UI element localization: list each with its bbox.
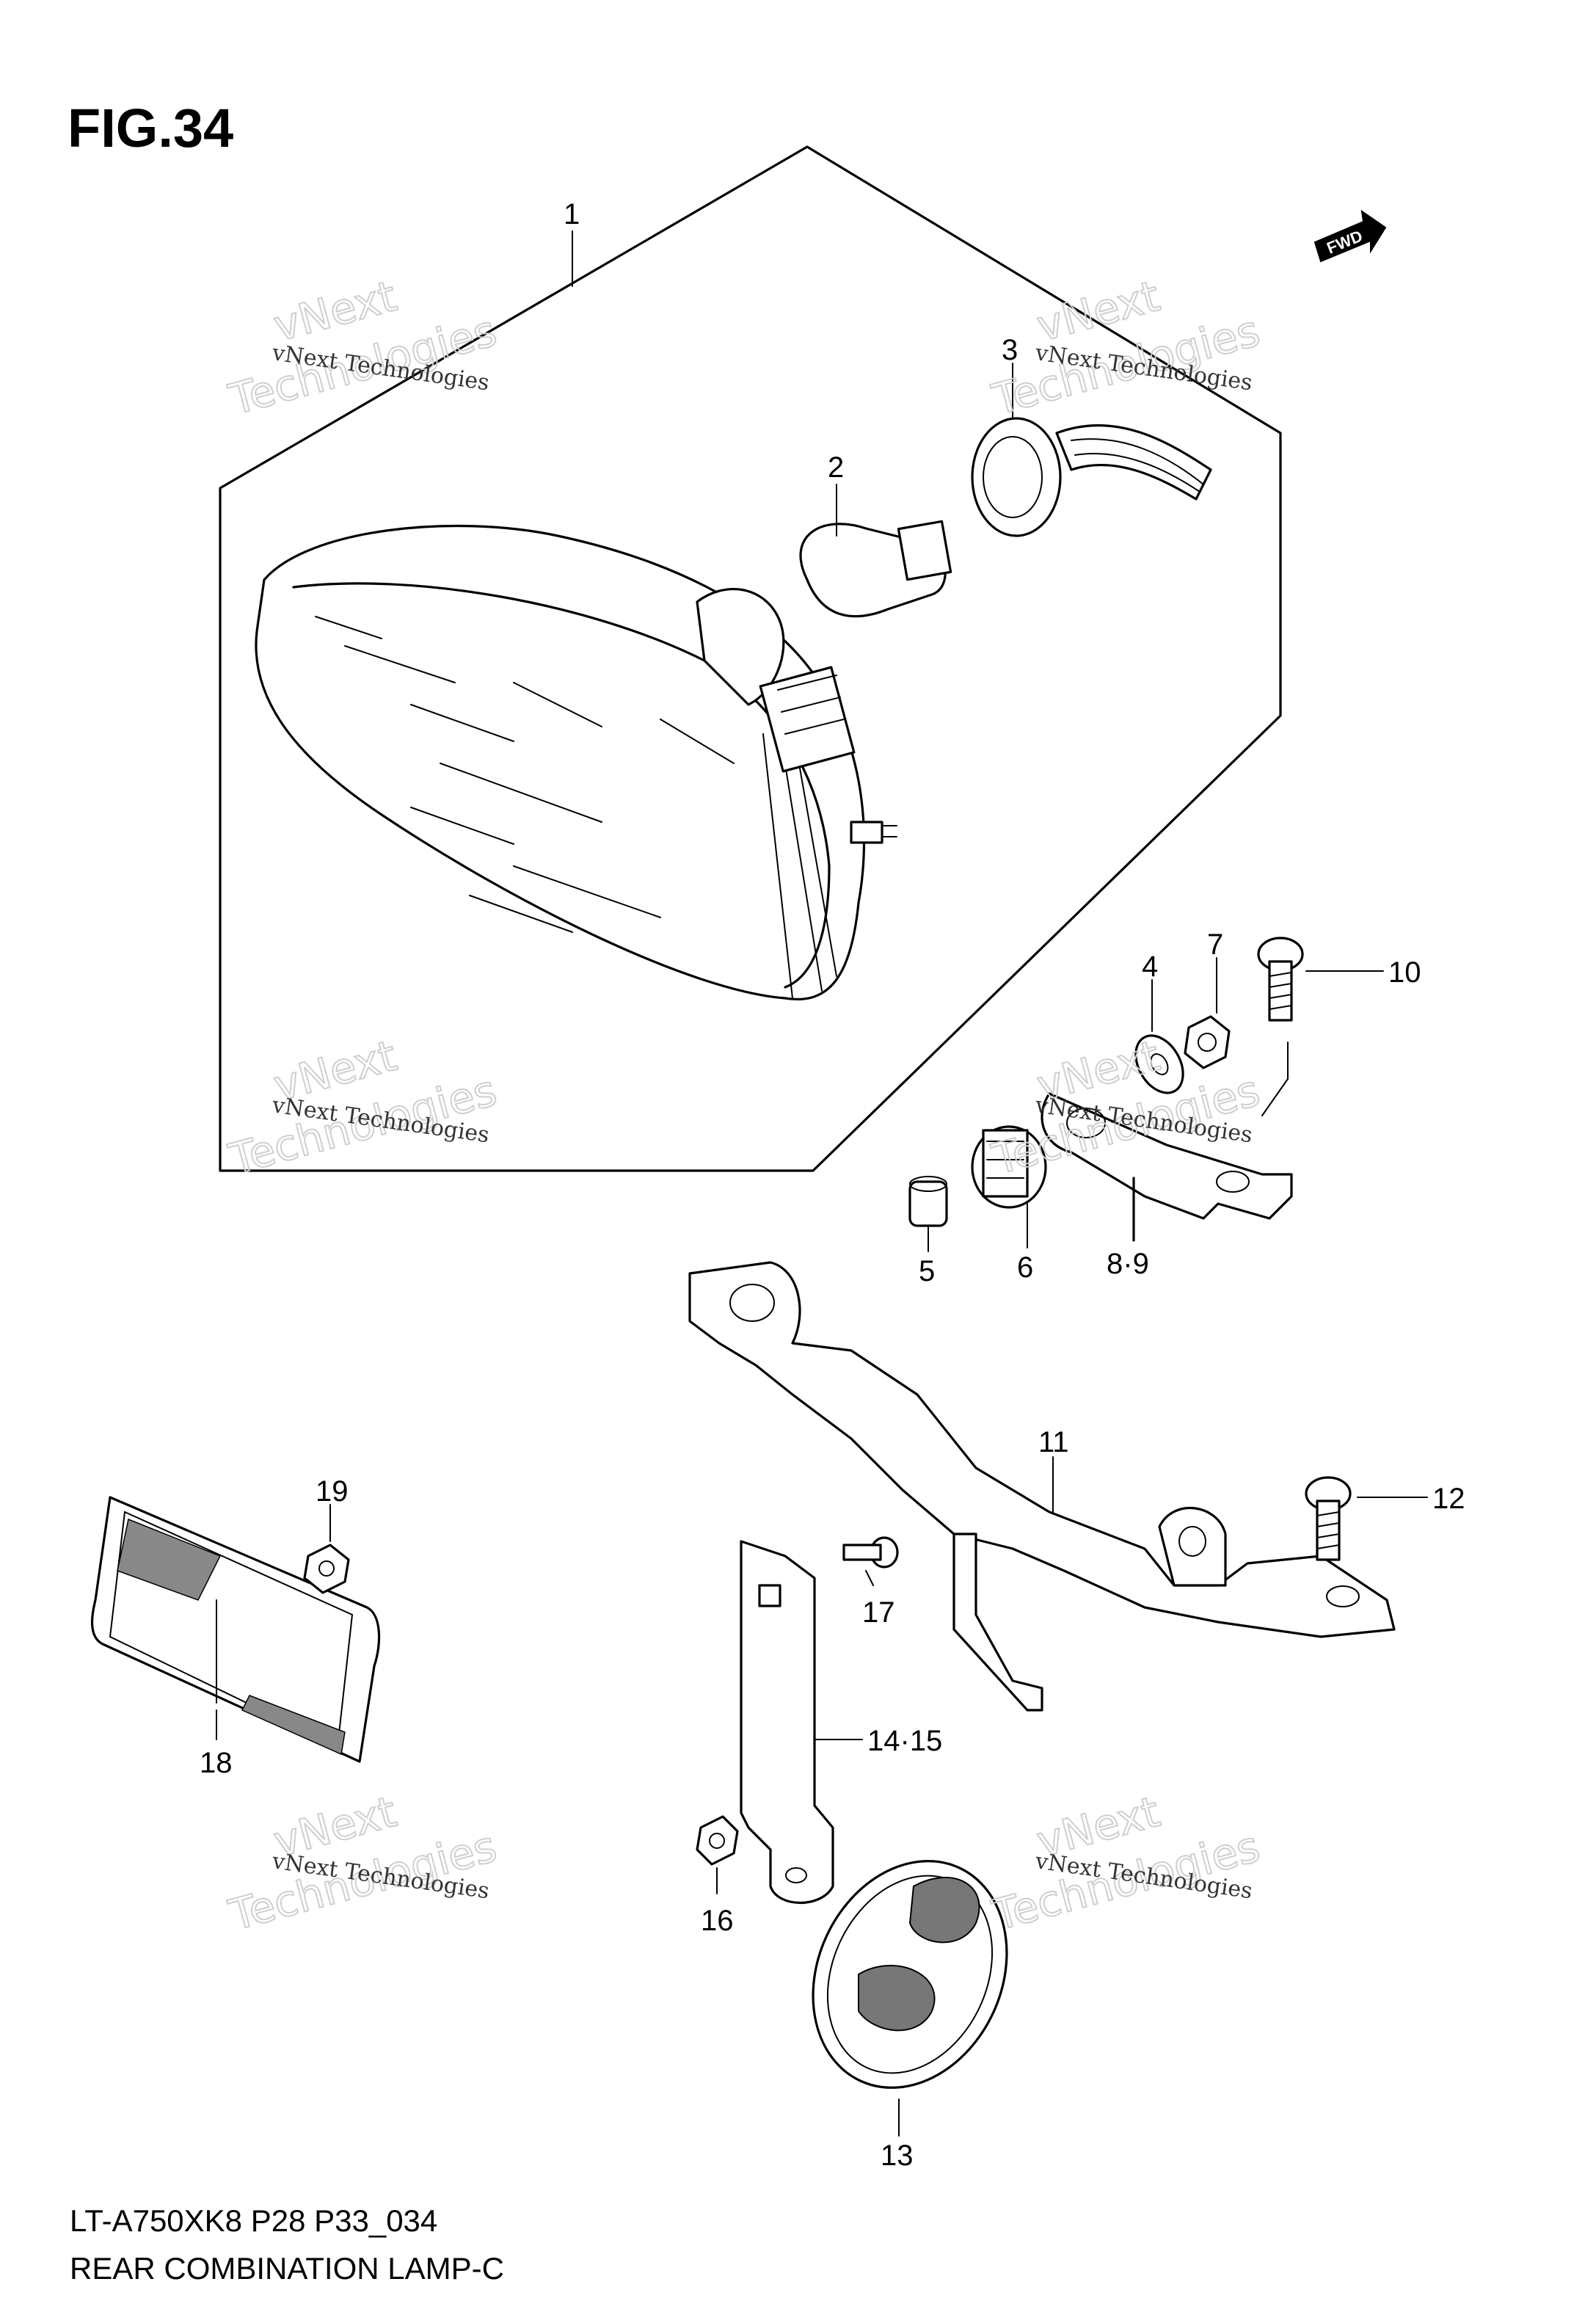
callout-18: 18 (200, 1747, 233, 1779)
callout-11: 11 (1038, 1426, 1069, 1458)
callout-19: 19 (316, 1475, 349, 1508)
callout-7: 7 (1207, 928, 1223, 961)
bolt (1257, 937, 1384, 1022)
bulb-socket (971, 363, 1212, 537)
screw (842, 1536, 899, 1586)
callout-8-9: 8·9 (1107, 1248, 1149, 1280)
lamp-bracket (1041, 1042, 1293, 1242)
lamp-housing (255, 524, 897, 1000)
bulb (799, 484, 952, 618)
callout-17: 17 (862, 1596, 895, 1629)
round-reflector (812, 1860, 1008, 2137)
collar (908, 1176, 948, 1252)
fwd-arrow-icon: FWD (1313, 209, 1387, 263)
main-bracket (688, 1261, 1396, 1712)
callout-12: 12 (1432, 1483, 1465, 1515)
reflector-bracket (740, 1540, 863, 1905)
watermark-1: vNext Technologies vNext Technologies (223, 270, 502, 426)
callout-2: 2 (828, 451, 844, 484)
callout-4: 4 (1142, 950, 1158, 983)
watermark-2: vNext Technologies vNext Technologies (986, 270, 1265, 426)
callout-1: 1 (564, 198, 580, 230)
nut (1184, 957, 1231, 1069)
callout-14-15: 14·15 (867, 1725, 942, 1757)
nut-3 (303, 1504, 350, 1594)
nut-2 (696, 1815, 739, 1894)
assembly-outline (219, 145, 1282, 1172)
callout-3: 3 (1002, 334, 1018, 366)
bolt-2 (1305, 1476, 1428, 1561)
model-code: LT-A750XK8 P28 P33_034 (70, 2203, 437, 2238)
callout-16: 16 (701, 1905, 734, 1937)
grommet (971, 1125, 1047, 1248)
washer (1134, 979, 1184, 1094)
callout-10: 10 (1388, 956, 1421, 989)
watermark-3: vNext Technologies vNext Technologies (223, 1030, 502, 1185)
watermark-6: vNext Technologies vNext Technologies (986, 1786, 1265, 1941)
diagram-name: REAR COMBINATION LAMP-C (70, 2251, 504, 2286)
figure-title: FIG.34 (68, 98, 233, 159)
callout-6: 6 (1017, 1251, 1033, 1284)
callout-5: 5 (919, 1255, 935, 1287)
watermark-5: vNext Technologies vNext Technologies (223, 1786, 502, 1941)
rect-reflector (90, 1496, 381, 1763)
callout-13: 13 (881, 2140, 914, 2172)
